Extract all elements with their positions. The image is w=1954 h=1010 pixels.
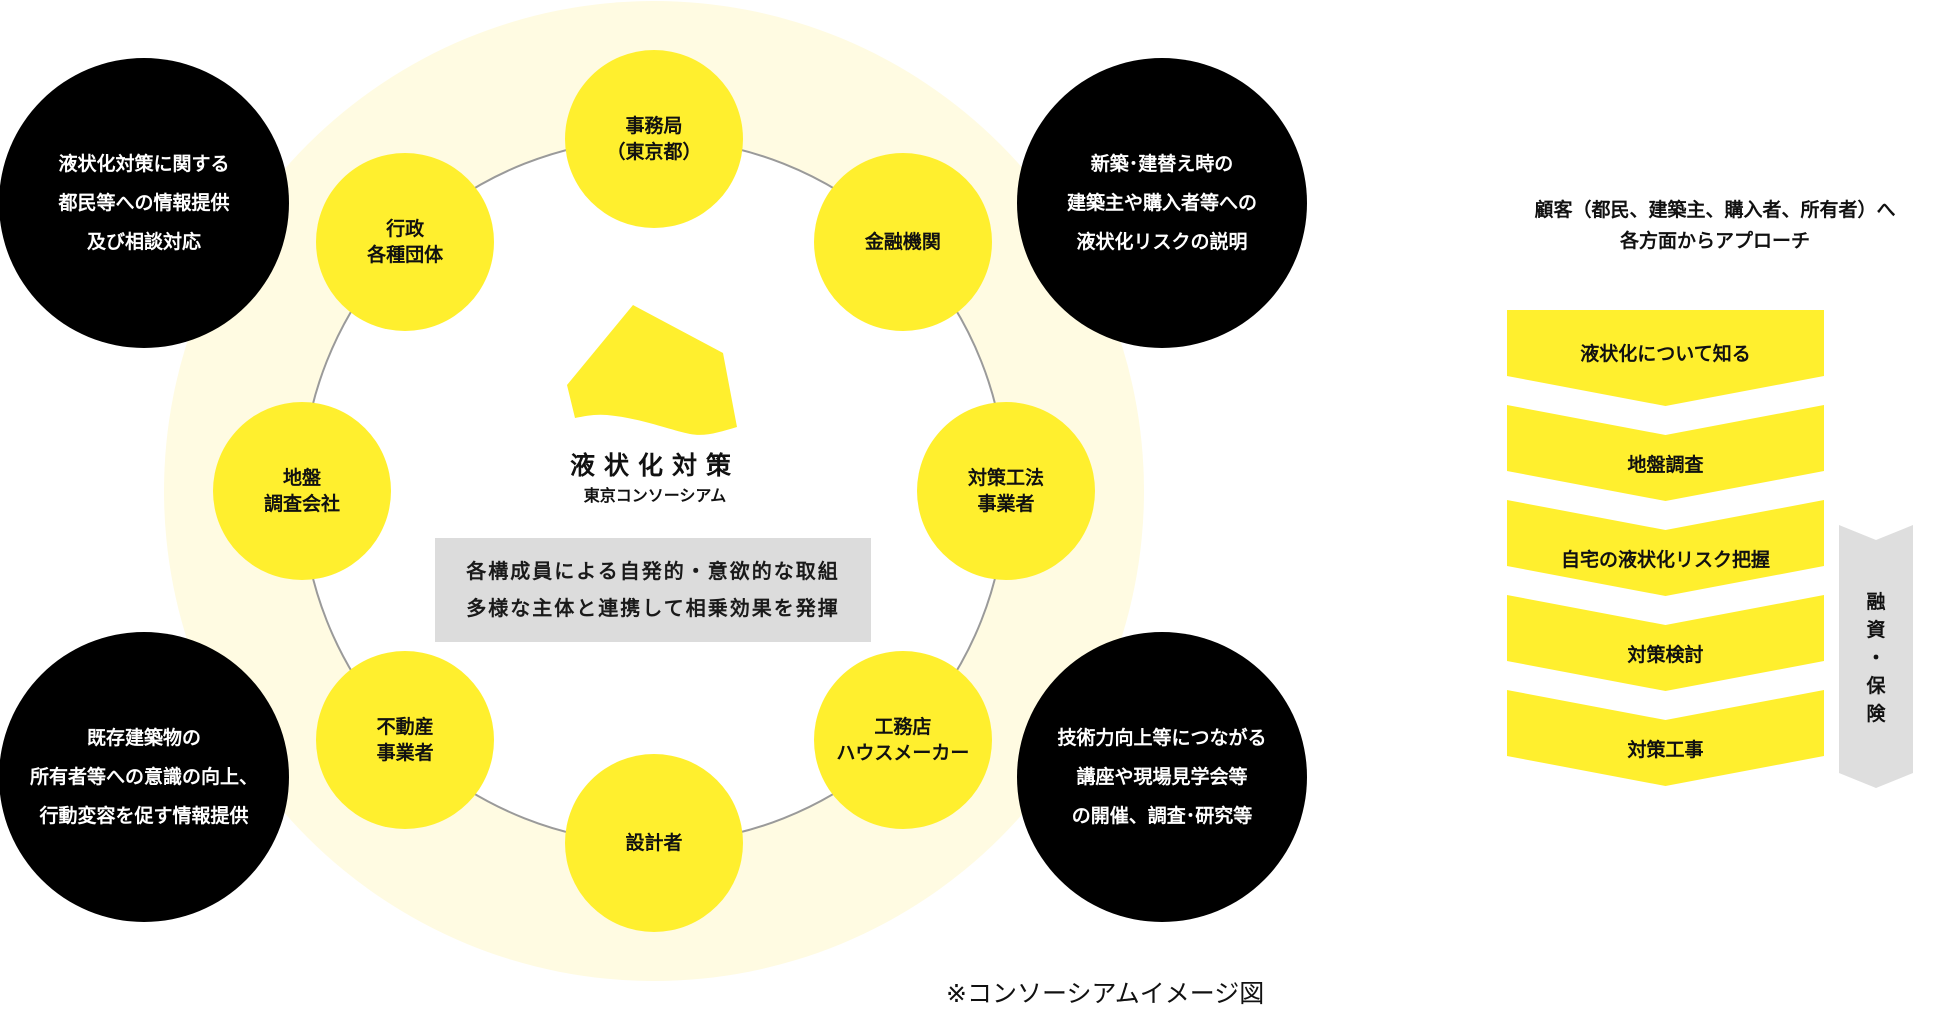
activity-circle-top-right: 新築･建替え時の 建築主や購入者等への 液状化リスクの説明 (1017, 58, 1307, 348)
activity-circle-bottom-left: 既存建築物の 所有者等への意識の向上、 行動変容を促す情報提供 (0, 632, 289, 922)
flow-step-label: 自宅の液状化リスク把握 (1560, 549, 1770, 571)
member-label: 設計者 (625, 832, 683, 854)
activity-text-line: の開催、調査･研究等 (1071, 804, 1253, 827)
activity-circle-top-left: 液状化対策に関する 都民等への情報提供 及び相談対応 (0, 58, 289, 348)
flow-step-chevron (1507, 405, 1824, 501)
summary-line: 多様な主体と連携して相乗効果を発揮 (466, 596, 840, 620)
member-circle: 不動産事業者 (316, 650, 495, 829)
flow-step-label: 対策工事 (1627, 739, 1704, 761)
flow-step-chevron (1507, 595, 1824, 691)
member-label: ハウスメーカー (836, 741, 970, 764)
side-label-char: 険 (1866, 703, 1886, 725)
flow-step-label: 地盤調査 (1627, 454, 1704, 476)
side-arrow-shape (1839, 525, 1913, 788)
financing-insurance-label: 融 資 ・ 保 険 (1839, 588, 1913, 728)
member-label: 対策工法 (967, 467, 1044, 489)
summary-line: 各構成員による自発的・意欲的な取組 (466, 559, 840, 583)
activity-text-line: 液状化リスクの説明 (1076, 230, 1248, 253)
figure-caption: ※コンソーシアムイメージ図 (946, 979, 1265, 1008)
flow-step-chevron (1507, 310, 1824, 406)
summary-box: 各構成員による自発的・意欲的な取組 多様な主体と連携して相乗効果を発揮 (435, 538, 871, 642)
member-label: 金融機関 (864, 231, 941, 254)
flow-step-label: 対策検討 (1627, 644, 1704, 666)
member-circle: 対策工法事業者 (917, 402, 1095, 580)
member-circle: 工務店ハウスメーカー (813, 650, 992, 829)
activity-text-line: 技術力向上等につながる (1057, 726, 1267, 749)
member-label: 事業者 (977, 493, 1035, 515)
side-label-char: 資 (1866, 619, 1886, 641)
flow-step-label: 液状化について知る (1580, 343, 1751, 365)
activity-circle-bottom-right: 技術力向上等につながる 講座や現場見学会等 の開催、調査･研究等 (1017, 632, 1307, 922)
consortium-title: 液状化対策 (569, 451, 740, 480)
flow-heading: 顧客（都民、建築主、購入者、所有者）へ 各方面からアプローチ (1490, 195, 1940, 257)
consortium-subtitle: 東京コンソーシアム (583, 486, 727, 505)
activity-text-line: 液状化対策に関する (58, 152, 230, 175)
member-label: （東京都） (606, 141, 702, 163)
member-circle: 行政各種団体 (316, 153, 495, 332)
activity-text-line: 及び相談対応 (86, 230, 201, 253)
side-label-char: 融 (1866, 591, 1886, 613)
activity-text-line: 都民等への情報提供 (58, 191, 230, 214)
member-label: 地盤 (282, 467, 321, 489)
activity-text-line: 講座や現場見学会等 (1076, 765, 1248, 788)
flow-heading-line: 顧客（都民、建築主、購入者、所有者）へ (1534, 199, 1896, 221)
member-label: 各種団体 (367, 244, 444, 267)
member-label: 行政 (386, 218, 425, 241)
member-label: 不動産 (376, 715, 434, 738)
activity-text-line: 建築主や購入者等への (1066, 191, 1257, 214)
member-circle: 地盤調査会社 (213, 402, 391, 580)
member-circle: 設計者 (565, 754, 743, 932)
member-circle: 金融機関 (813, 153, 992, 332)
flow-step-chevron (1507, 690, 1824, 786)
flow-heading-line: 各方面からアプローチ (1619, 230, 1810, 252)
activity-text-line: 既存建築物の (86, 726, 201, 749)
flow-chevrons (1507, 310, 1824, 786)
flow-step-chevron (1507, 500, 1824, 596)
member-label: 工務店 (874, 715, 932, 738)
member-label: 事業者 (376, 741, 434, 764)
consortium-logo-icon (567, 305, 737, 435)
side-label-char: 保 (1866, 675, 1886, 697)
activity-text-line: 行動変容を促す情報提供 (39, 804, 249, 827)
member-label: 事務局 (625, 115, 683, 137)
activity-text-line: 所有者等への意識の向上、 (29, 765, 258, 788)
member-circle: 事務局 （東京都） (565, 50, 743, 228)
member-label: 調査会社 (263, 493, 340, 515)
activity-text-line: 新築･建替え時の (1090, 152, 1234, 175)
side-label-char: ・ (1866, 647, 1886, 669)
